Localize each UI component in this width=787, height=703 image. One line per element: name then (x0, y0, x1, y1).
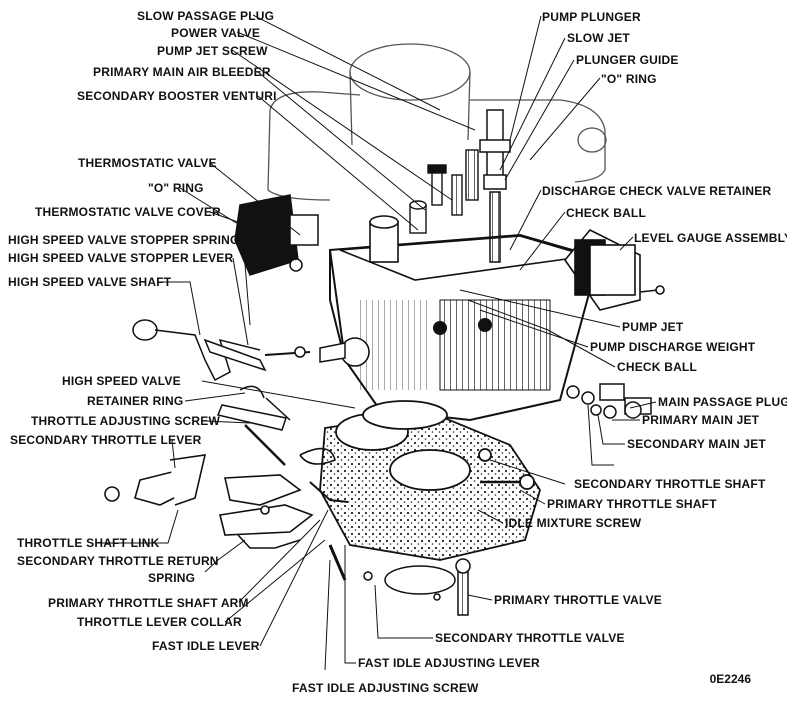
pump-plunger-assembly (479, 109, 511, 263)
label-high-speed-valve: HIGH SPEED VALVE (62, 374, 181, 388)
label-throttle-lever-collar: THROTTLE LEVER COLLAR (77, 615, 242, 629)
label-secondary-booster-venturi: SECONDARY BOOSTER VENTURI (77, 89, 277, 103)
top-jets (409, 149, 479, 234)
label-pump-jet-screw: PUMP JET SCREW (157, 44, 268, 58)
label-power-valve: POWER VALVE (171, 26, 261, 40)
high-speed-valve-parts (132, 319, 346, 382)
throttle-linkage (104, 424, 349, 581)
label-slow-passage-plug: SLOW PASSAGE PLUG (137, 9, 275, 23)
thermostatic-valve-cover (234, 194, 319, 276)
main-jets (566, 383, 652, 419)
label-primary-throttle-shaft-arm: PRIMARY THROTTLE SHAFT ARM (48, 596, 249, 610)
label-throttle-adjusting-screw: THROTTLE ADJUSTING SCREW (31, 414, 221, 428)
throttle-body (319, 400, 541, 561)
label-high-speed-valve-stopper-spring: HIGH SPEED VALVE STOPPER SPRING (8, 233, 240, 247)
label-check-ball-bottom: CHECK BALL (617, 360, 697, 374)
label-high-speed-valve-stopper-lever: HIGH SPEED VALVE STOPPER LEVER (8, 251, 234, 265)
label-main-passage-plug: MAIN PASSAGE PLUG (658, 395, 787, 409)
label-high-speed-valve-shaft: HIGH SPEED VALVE SHAFT (8, 275, 172, 289)
label-secondary-throttle-shaft: SECONDARY THROTTLE SHAFT (574, 477, 766, 491)
label-secondary-main-jet: SECONDARY MAIN JET (627, 437, 766, 451)
label-primary-throttle-shaft: PRIMARY THROTTLE SHAFT (547, 497, 717, 511)
label-discharge-check-valve-retainer: DISCHARGE CHECK VALVE RETAINER (542, 184, 772, 198)
label-primary-throttle-valve: PRIMARY THROTTLE VALVE (494, 593, 662, 607)
label-throttle-shaft-link: THROTTLE SHAFT LINK (17, 536, 160, 550)
label-pump-plunger: PUMP PLUNGER (542, 10, 641, 24)
primary-throttle-valve-part (363, 558, 471, 616)
label-retainer-ring: RETAINER RING (87, 394, 184, 408)
label-idle-mixture-screw: IDLE MIXTURE SCREW (505, 516, 642, 530)
label-pump-discharge-weight: PUMP DISCHARGE WEIGHT (590, 340, 756, 354)
label-o-ring-right: "O" RING (601, 72, 657, 86)
label-primary-main-jet: PRIMARY MAIN JET (642, 413, 760, 427)
label-thermostatic-valve: THERMOSTATIC VALVE (78, 156, 217, 170)
label-pump-jet: PUMP JET (622, 320, 684, 334)
label-secondary-throttle-lever: SECONDARY THROTTLE LEVER (10, 433, 202, 447)
float-bowl-body (328, 215, 591, 422)
leader-lines (100, 14, 657, 671)
label-return-spring: SPRING (148, 571, 196, 585)
label-o-ring-left: "O" RING (148, 181, 204, 195)
air-horn-outline (267, 43, 607, 201)
label-check-ball-top: CHECK BALL (566, 206, 646, 220)
label-fast-idle-lever: FAST IDLE LEVER (152, 639, 260, 653)
label-fast-idle-adjusting-screw: FAST IDLE ADJUSTING SCREW (292, 681, 479, 695)
label-fast-idle-adjusting-lever: FAST IDLE ADJUSTING LEVER (358, 656, 540, 670)
label-plunger-guide: PLUNGER GUIDE (576, 53, 679, 67)
level-gauge-assembly (563, 229, 665, 311)
label-slow-jet: SLOW JET (567, 31, 630, 45)
label-thermostatic-valve-cover: THERMOSTATIC VALVE COVER (35, 205, 221, 219)
label-secondary-throttle-return: SECONDARY THROTTLE RETURN (17, 554, 219, 568)
label-primary-main-air-bleeder: PRIMARY MAIN AIR BLEEDER (93, 65, 271, 79)
label-secondary-throttle-valve: SECONDARY THROTTLE VALVE (435, 631, 625, 645)
figure-code: 0E2246 (709, 672, 751, 686)
label-level-gauge-assembly: LEVEL GAUGE ASSEMBLY (634, 231, 787, 245)
high-speed-valve-plate (216, 385, 291, 431)
